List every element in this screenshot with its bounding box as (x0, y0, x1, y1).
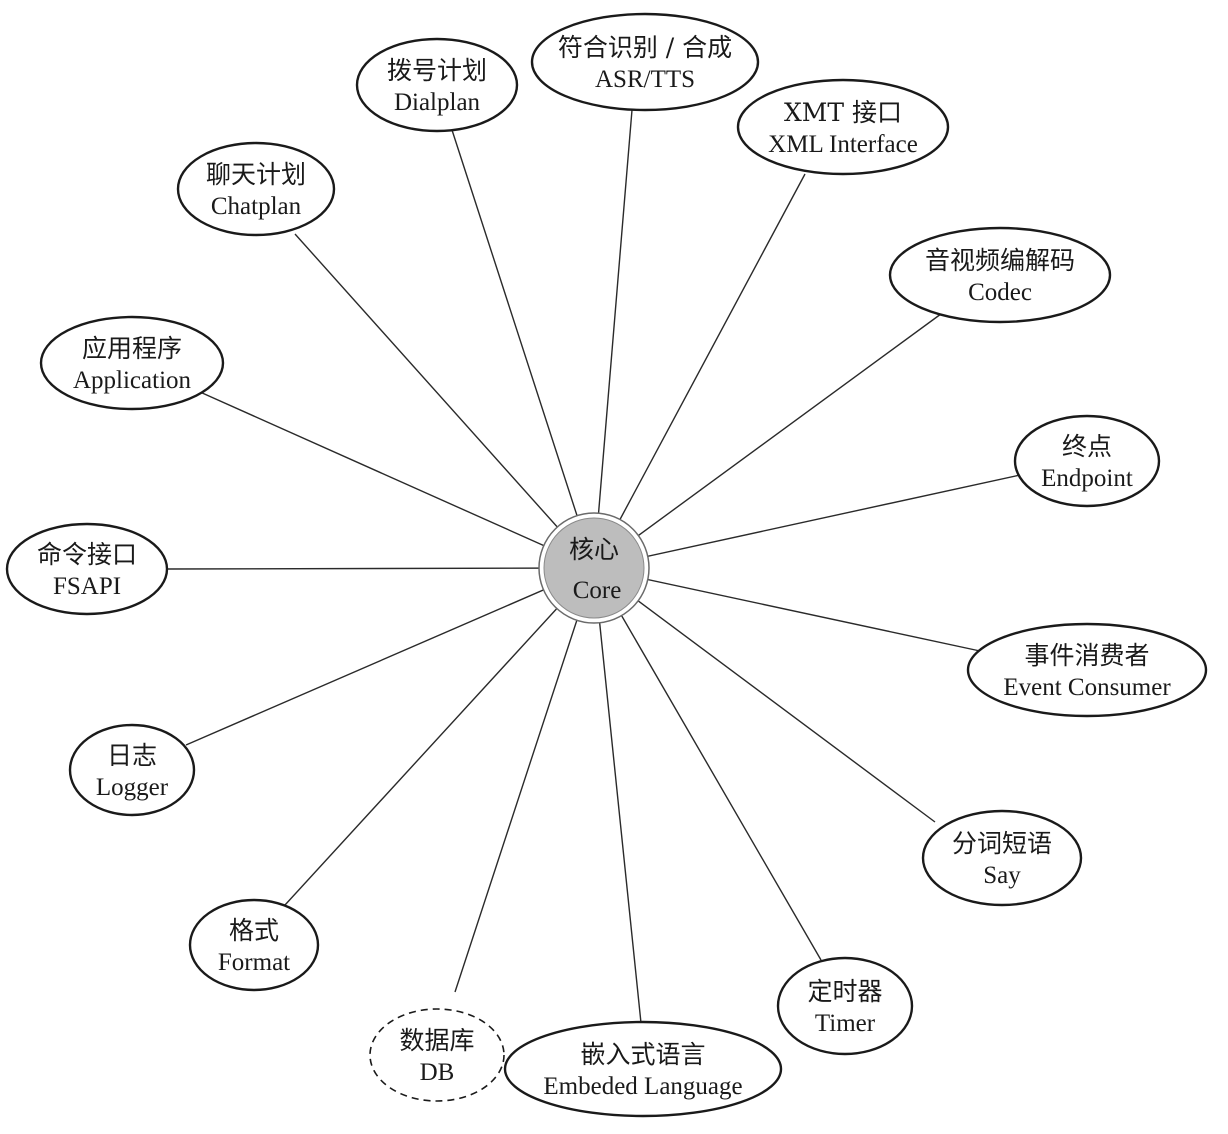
node-label-zh-xml-interface: XMT 接口 (784, 98, 902, 127)
edge-db (454, 567, 595, 993)
node-label-zh-dialplan: 拨号计划 (387, 56, 487, 85)
node-ellipse-asr-tts (530, 12, 760, 112)
node-label-en-endpoint: Endpoint (1041, 465, 1133, 492)
node-label-zh-timer: 定时器 (807, 977, 882, 1006)
node-label-en-timer: Timer (815, 1010, 876, 1037)
node-label-zh-db: 数据库 (399, 1026, 474, 1055)
core-circle (543, 517, 645, 619)
edge-embeded-language (593, 567, 642, 1024)
node-chatplan: 聊天计划 Chatplan (176, 141, 336, 237)
node-logger: 日志 Logger (68, 723, 196, 817)
node-label-zh-codec: 音视频编解码 (925, 246, 1075, 275)
node-xml-interface: XMT 接口 XML Interface (736, 78, 950, 176)
edge-application (199, 391, 595, 569)
node-label-en-embeded-language: Embeded Language (543, 1073, 742, 1100)
edge-timer (593, 567, 822, 961)
node-format: 格式 Format (188, 898, 320, 992)
node-codec: 音视频编解码 Codec (888, 226, 1112, 324)
node-ellipse-format (188, 898, 320, 992)
node-label-en-dialplan: Dialplan (394, 89, 481, 116)
node-timer: 定时器 Timer (776, 956, 914, 1056)
node-label-zh-chatplan: 聊天计划 (206, 160, 306, 189)
nodes: 拨号计划 Dialplan 符合识别 / 合成 ASR/TTS XMT 接口 XML In… (5, 12, 1208, 1118)
node-ellipse-logger (68, 723, 196, 817)
edge-fsapi (166, 567, 595, 570)
node-label-zh-application: 应用程序 (82, 334, 182, 363)
core-label-zh: 核心 (569, 535, 619, 564)
node-ellipse-endpoint (1013, 414, 1161, 508)
node-dialplan: 拨号计划 Dialplan (355, 37, 519, 133)
edge-logger (185, 567, 595, 746)
edge-codec (593, 310, 946, 569)
node-ellipse-application (39, 315, 225, 411)
node-embeded-language: 嵌入式语言 Embeded Language (503, 1020, 783, 1118)
edge-event-consumer (593, 567, 981, 652)
node-label-en-format: Format (218, 949, 290, 976)
node-label-zh-asr-tts: 符合识别 / 合成 (558, 33, 732, 62)
node-label-zh-event-consumer: 事件消费者 (1024, 641, 1149, 670)
edge-chatplan (294, 233, 595, 569)
edge-xml-interface (593, 173, 806, 569)
node-label-zh-logger: 日志 (107, 741, 157, 770)
node-label-en-logger: Logger (96, 774, 169, 801)
node-ellipse-say (921, 809, 1083, 907)
node-label-en-asr-tts: ASR/TTS (595, 66, 695, 93)
edge-asr-tts (593, 109, 633, 569)
edge-endpoint (593, 474, 1021, 569)
node-asr-tts: 符合识别 / 合成 ASR/TTS (530, 12, 760, 112)
node-ellipse-db (369, 1008, 505, 1102)
node-label-zh-endpoint: 终点 (1062, 432, 1112, 461)
node-label-zh-fsapi: 命令接口 (37, 540, 137, 569)
node-ellipse-dialplan (355, 37, 519, 133)
node-label-en-xml-interface: XML Interface (768, 131, 918, 158)
core-node: 核心 Core (538, 512, 650, 624)
node-label-en-fsapi: FSAPI (53, 573, 121, 600)
node-fsapi: 命令接口 FSAPI (5, 522, 169, 616)
edge-format (284, 567, 595, 906)
node-db: 数据库 DB (369, 1008, 505, 1102)
edges (166, 109, 1021, 1024)
node-ellipse-xml-interface (736, 78, 950, 176)
node-label-zh-embeded-language: 嵌入式语言 (580, 1040, 705, 1069)
node-label-en-say: Say (983, 862, 1021, 889)
node-ellipse-fsapi (5, 522, 169, 616)
node-label-zh-say: 分词短语 (952, 829, 1052, 858)
node-label-en-db: DB (420, 1059, 455, 1086)
node-label-en-event-consumer: Event Consumer (1003, 674, 1171, 701)
node-ellipse-embeded-language (503, 1020, 783, 1118)
node-application: 应用程序 Application (39, 315, 225, 411)
node-label-en-application: Application (73, 367, 192, 394)
node-ellipse-codec (888, 226, 1112, 324)
node-event-consumer: 事件消费者 Event Consumer (966, 622, 1208, 718)
edge-say (593, 567, 936, 823)
core-label-en: Core (573, 577, 622, 604)
node-label-en-codec: Codec (968, 279, 1032, 306)
node-ellipse-chatplan (176, 141, 336, 237)
node-ellipse-timer (776, 956, 914, 1056)
node-endpoint: 终点 Endpoint (1013, 414, 1161, 508)
node-say: 分词短语 Say (921, 809, 1083, 907)
node-label-en-chatplan: Chatplan (211, 193, 302, 220)
node-ellipse-event-consumer (966, 622, 1208, 718)
node-label-zh-format: 格式 (229, 916, 279, 945)
edge-dialplan (451, 129, 595, 569)
